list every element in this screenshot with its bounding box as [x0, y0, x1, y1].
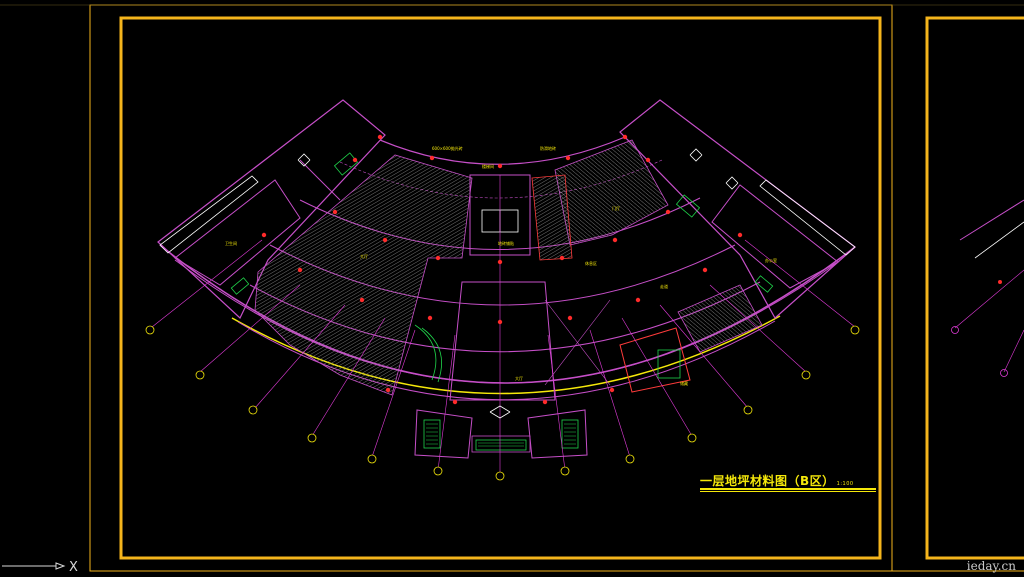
main-hall: [449, 281, 556, 401]
stair-left-lower: [230, 277, 250, 295]
right-porch: [527, 409, 588, 459]
axis-bubble: [195, 370, 205, 380]
annotation-label: 地砖铺贴: [498, 240, 514, 246]
stair-right-wing: [675, 194, 701, 218]
ucs-icon: X: [2, 560, 78, 575]
axis-bubble: [560, 466, 570, 476]
annotation-label: 休息区: [585, 260, 597, 266]
left-porch: [414, 409, 473, 459]
left-wing-white-wall: [159, 175, 259, 254]
stair-left-porch: [423, 419, 441, 449]
stair-center-red: [657, 349, 681, 379]
watermark: ieday.cn: [966, 559, 1016, 573]
stair-left-wing: [333, 152, 359, 176]
sheet-inner-frame: [119, 16, 882, 560]
title-underline-thin: [700, 491, 876, 492]
axis-bubbles: [145, 325, 860, 481]
annotation-label: 大厅: [360, 253, 368, 259]
axis-bubble: [307, 433, 317, 443]
right-wing-outline: [619, 99, 856, 319]
annotation-label: 办公室: [765, 257, 777, 263]
annotation-label: 楼梯间: [482, 163, 494, 169]
ucs-x-label: X: [69, 560, 78, 575]
annotations: 600×600抛光砖 防滑地砖 地砖铺贴 大厅 大厅 门厅 卫生间 楼梯间 办公…: [225, 145, 777, 386]
axis-bubble: [433, 466, 443, 476]
right-wing-white-wall: [759, 179, 856, 256]
stair-treads: [426, 423, 576, 447]
annotation-label: 储藏: [680, 380, 688, 386]
left-wing-wall: [299, 159, 341, 201]
axis-bubble: [801, 370, 811, 380]
axis-bubble: [743, 405, 753, 415]
axis-lines: [151, 175, 856, 475]
inner-arc-1: [379, 136, 626, 165]
entrance-steps: [471, 435, 531, 453]
floor-plan: [157, 99, 856, 459]
annotation-label: 600×600抛光砖: [432, 145, 463, 151]
axis-bubble: [248, 405, 258, 415]
columns: [261, 134, 743, 405]
title-underline: [700, 488, 876, 490]
red-stair-room: [619, 327, 691, 393]
axis-bubble: [625, 454, 635, 464]
hatched-floor-left: [254, 154, 473, 396]
stair-entrance: [475, 439, 527, 451]
right-wing-room: [711, 184, 839, 289]
annotation-label: 防滑地砖: [540, 145, 556, 151]
door-symbols: [297, 148, 739, 419]
axis-bubble: [145, 325, 155, 335]
left-wing-room: [174, 179, 301, 286]
drawing-scale: 1:100: [836, 481, 854, 487]
drawing-title: 一层地坪材料图（B区）1:100: [700, 472, 876, 492]
hatched-floor-lower-right: [677, 284, 763, 353]
annotation-label: 卫生间: [225, 240, 237, 246]
ucs-x-arrow: [55, 562, 66, 570]
annotation-label: 大厅: [515, 375, 523, 381]
drawing-title-text: 一层地坪材料图（B区）: [700, 474, 835, 488]
axis-bubble: [850, 325, 860, 335]
stairs-group: [230, 152, 774, 451]
axis-bubble: [495, 471, 505, 481]
curved-stair: [414, 324, 442, 383]
hatched-floor-right: [554, 139, 669, 246]
left-wing-outline: [157, 99, 386, 319]
next-sheet-plan: [951, 199, 1024, 377]
hall-diag-2: [544, 299, 611, 386]
next-sheet-frame: [925, 16, 1024, 560]
axis-bubble: [367, 454, 377, 464]
annotation-label: 门厅: [612, 205, 620, 211]
annotation-label: 走道: [660, 283, 668, 289]
stair-right-porch: [561, 419, 579, 449]
hatched-floor-center: [531, 174, 573, 261]
axis-bubble: [687, 433, 697, 443]
stair-right-lower: [754, 275, 774, 293]
